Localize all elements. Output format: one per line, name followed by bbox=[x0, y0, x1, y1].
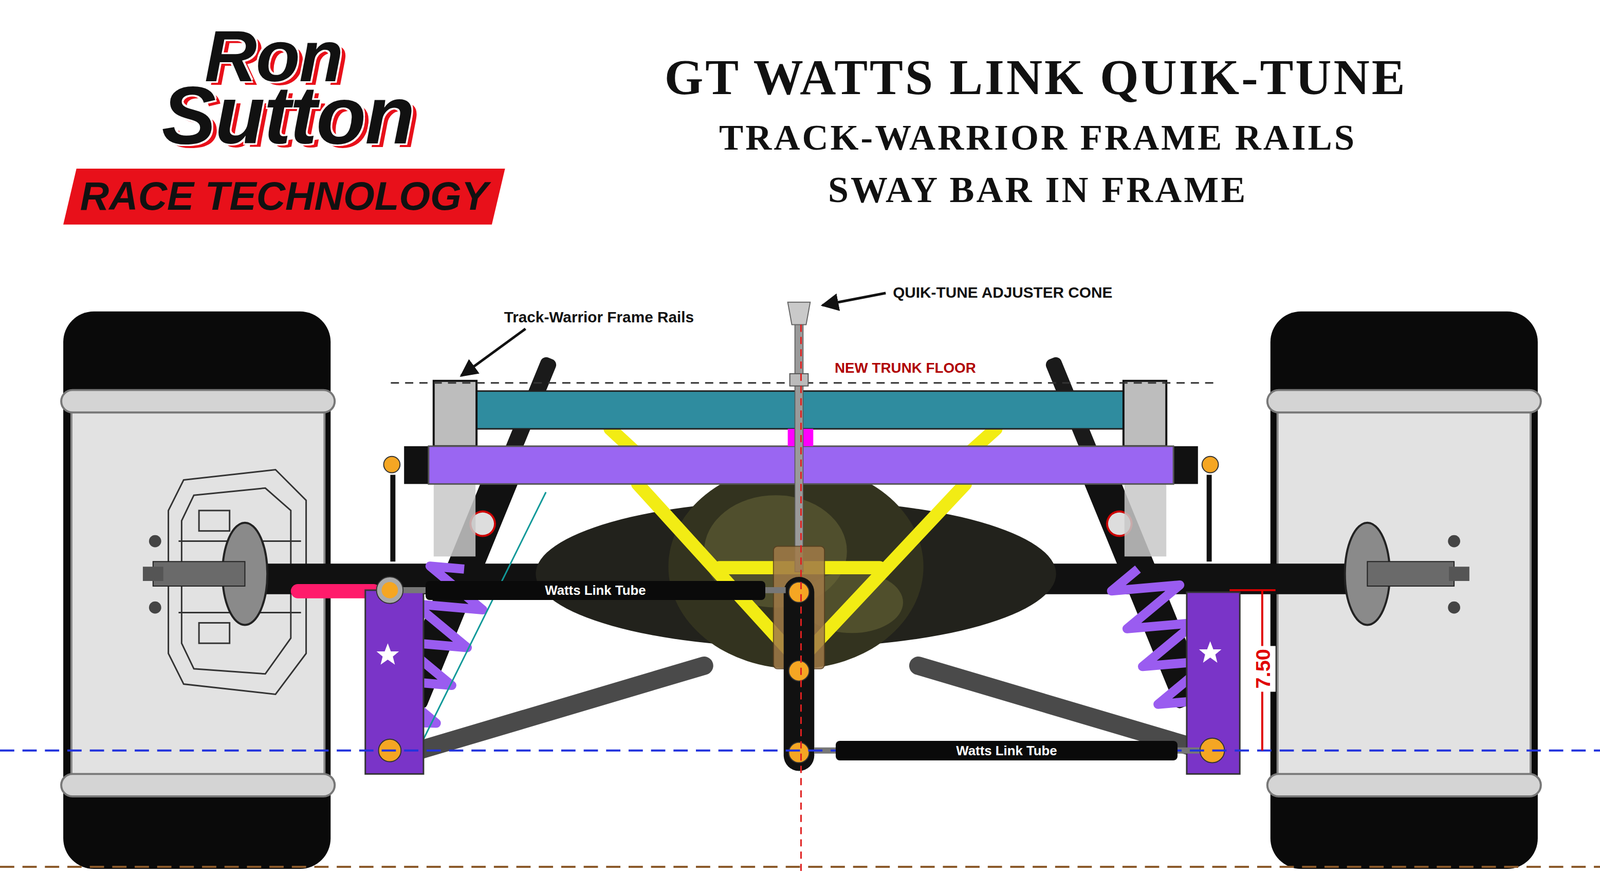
drawing-rect bbox=[795, 321, 804, 573]
drawing-rect bbox=[1186, 592, 1240, 775]
drawing-polygon bbox=[787, 302, 811, 325]
drawing-line bbox=[918, 665, 1194, 748]
drawing-rect bbox=[153, 561, 246, 586]
drawing-rect bbox=[1367, 561, 1455, 586]
logo-word: Sutton bbox=[161, 70, 414, 161]
drawing-circle bbox=[149, 535, 162, 548]
drawing-line bbox=[1229, 589, 1276, 592]
callout-label: QUIK-TUNE ADJUSTER CONE bbox=[892, 284, 1113, 302]
drawing-rect bbox=[61, 773, 335, 797]
drawing-rect bbox=[198, 510, 230, 531]
drawing-rect bbox=[1267, 773, 1541, 797]
watts-rod-ends bbox=[399, 590, 1202, 751]
drawing-circle bbox=[149, 601, 162, 614]
drawing-rect bbox=[789, 373, 809, 386]
drawing-polygon bbox=[376, 642, 400, 665]
drawing-rect bbox=[71, 402, 325, 786]
drawing-rect bbox=[1267, 390, 1541, 413]
leader-arrow bbox=[461, 328, 526, 376]
leader-arrow bbox=[822, 292, 886, 306]
watts-bellcrank bbox=[773, 545, 825, 771]
left-hub bbox=[142, 522, 268, 625]
logo-band: RACE TECHNOLOGY bbox=[63, 168, 506, 225]
watts-pivot-line bbox=[0, 749, 1600, 752]
drawing-rect bbox=[61, 390, 335, 413]
watts-link-tube: Watts Link Tube bbox=[425, 580, 766, 601]
drawing-circle bbox=[788, 742, 810, 763]
drawing-rect bbox=[1173, 446, 1199, 484]
watts-link-tube-text: Watts Link Tube bbox=[955, 743, 1057, 758]
dimension-value: 7.50 bbox=[1251, 645, 1276, 692]
ground-line bbox=[0, 865, 1600, 868]
drawing-rect bbox=[1277, 402, 1531, 786]
drawing-polygon bbox=[1199, 640, 1222, 663]
drawing-line bbox=[763, 586, 786, 594]
logo-band-text: RACE TECHNOLOGY bbox=[80, 174, 489, 219]
watts-link-tube-text: Watts Link Tube bbox=[544, 582, 646, 598]
drawing-line bbox=[390, 474, 396, 562]
drawing-rect bbox=[365, 590, 424, 774]
drawing-circle bbox=[1447, 535, 1461, 548]
drawing-line bbox=[1206, 474, 1212, 562]
drawing-rect bbox=[198, 622, 230, 643]
rod-end-bolt bbox=[376, 576, 404, 604]
frame-rail bbox=[1123, 380, 1167, 447]
frame-rail bbox=[433, 380, 477, 447]
dimension-line bbox=[1229, 590, 1276, 751]
drawing-line bbox=[399, 586, 427, 594]
subtitle: SWAY BAR IN FRAME bbox=[828, 169, 1248, 211]
drawing-rect bbox=[142, 566, 164, 581]
drawing-circle bbox=[1447, 601, 1461, 614]
drawing-circle bbox=[788, 660, 810, 682]
drawing-circle bbox=[1202, 456, 1219, 473]
rod-end-bolt bbox=[381, 581, 399, 599]
watts-link-tube: Watts Link Tube bbox=[835, 740, 1178, 761]
drawing-rect bbox=[783, 576, 815, 771]
callout-label: Track-Warrior Frame Rails bbox=[504, 308, 694, 326]
adjuster-cone bbox=[787, 302, 811, 572]
right-hub bbox=[1345, 522, 1470, 625]
reference-label: NEW TRUNK FLOOR bbox=[834, 360, 977, 377]
drawing-rect bbox=[1448, 566, 1470, 581]
centerline bbox=[800, 324, 802, 873]
diagram-title: GT WATTS LINK QUIK-TUNE bbox=[664, 49, 1408, 105]
subtitle: TRACK-WARRIOR FRAME RAILS bbox=[719, 117, 1357, 158]
drawing-circle bbox=[383, 456, 400, 473]
drawing-rect bbox=[403, 446, 429, 484]
drawing-circle bbox=[788, 581, 810, 603]
